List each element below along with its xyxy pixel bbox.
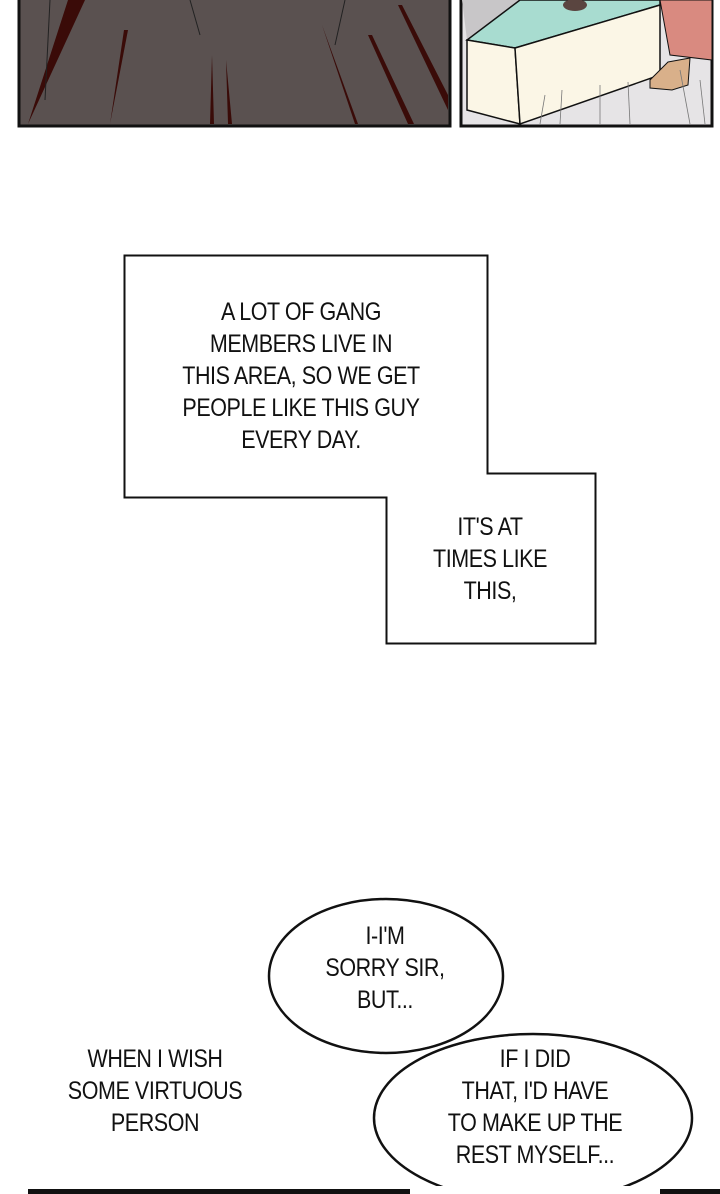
speech-bubbles bbox=[267, 897, 694, 1194]
panel-bottom-edge bbox=[28, 1189, 720, 1194]
panel-left-top bbox=[17, 0, 452, 128]
panel-right-top bbox=[459, 0, 714, 128]
caption-box-outline bbox=[123, 254, 597, 645]
